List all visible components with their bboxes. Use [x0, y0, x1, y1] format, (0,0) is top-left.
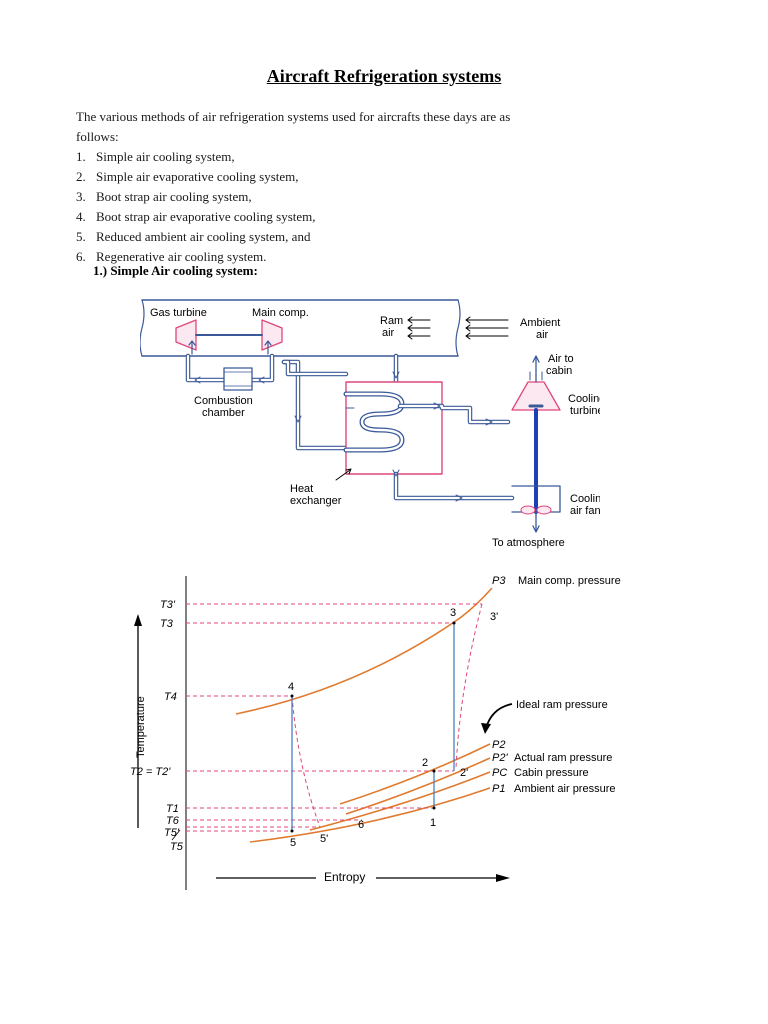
p2-symbol: P2	[492, 739, 505, 751]
p2-prime-symbol: P2'	[492, 752, 508, 764]
method-number: 4.	[76, 209, 86, 224]
method-item: 3. Boot strap air cooling system,	[76, 187, 546, 207]
method-item: 6. Regenerative air cooling system.	[76, 247, 546, 267]
p1-symbol: P1	[492, 783, 505, 795]
y-axis-label: Temperature	[135, 696, 147, 758]
method-item: 4. Boot strap air evaporative cooling sys…	[76, 207, 546, 227]
tick-t5: T5	[170, 841, 184, 853]
gas-turbine-label: Gas turbine	[150, 307, 207, 319]
intro-text: The various methods of air refrigeration…	[76, 109, 511, 144]
method-text: Simple air evaporative cooling system,	[96, 169, 299, 184]
point-3: 3	[450, 607, 456, 619]
isobar-p2-prime	[345, 757, 491, 815]
method-text: Reduced ambient air cooling system, and	[96, 229, 311, 244]
point-2: 2	[422, 757, 428, 769]
method-number: 6.	[76, 249, 86, 264]
cooling-turbine	[511, 355, 561, 411]
combustion-chamber-label-1: Combustion	[194, 395, 253, 407]
intro-block: The various methods of air refrigeration…	[76, 107, 546, 267]
air-to-cabin-label-2: cabin	[546, 365, 572, 377]
point-4: 4	[288, 681, 294, 693]
ideal-ram-annotation: Ideal ram pressure	[516, 699, 608, 711]
tick-t1: T1	[166, 803, 179, 815]
p2-prime-name: Actual ram pressure	[514, 752, 612, 764]
tick-t2: T2 = T2'	[130, 766, 171, 778]
point-2-prime: 2'	[460, 767, 468, 779]
x-axis-label: Entropy	[324, 870, 365, 884]
method-number: 3.	[76, 189, 86, 204]
simple-air-cooling-schematic: Gas turbine Main comp. Ram air Ambient a…	[140, 299, 600, 549]
t-s-diagram: Temperature Entropy T3' T3 T4 T2 = T2' T…	[130, 575, 621, 890]
cooling-turbine-label-1: Cooling	[568, 393, 600, 405]
methods-list: 1. Simple air cooling system, 2. Simple air…	[76, 147, 546, 267]
main-comp-label: Main comp.	[252, 307, 309, 319]
air-to-cabin-label-1: Air to	[548, 353, 574, 365]
engine-duct	[140, 299, 461, 357]
ambient-air-label-2: air	[536, 329, 549, 341]
method-number: 5.	[76, 229, 86, 244]
ambient-air-arrows	[465, 316, 509, 340]
section-heading: 1.) Simple Air cooling system:	[93, 263, 258, 278]
method-item: 1. Simple air cooling system,	[76, 147, 546, 167]
cooling-air-fan-label-1: Cooling	[570, 493, 600, 505]
heat-exchanger-label-2: exchanger	[290, 495, 342, 507]
tick-t3: T3	[160, 618, 174, 630]
p1-name: Ambient air pressure	[514, 783, 616, 795]
isobar-p2	[339, 743, 491, 805]
pc-symbol: PC	[492, 767, 507, 779]
method-text: Regenerative air cooling system.	[96, 249, 267, 264]
ambient-air-label-1: Ambient	[520, 317, 560, 329]
page-title: Aircraft Refrigeration systems	[266, 66, 502, 86]
combustion-chamber-label-2: chamber	[202, 407, 245, 419]
cooling-air-fan-label-2: air fan	[570, 505, 600, 517]
point-3-prime: 3'	[490, 611, 498, 623]
isobar-pc	[309, 771, 491, 831]
point-5: 5	[290, 837, 296, 849]
gas-turbine-shape	[175, 319, 197, 351]
tick-t5-prime: T5'	[164, 827, 180, 839]
method-text: Boot strap air evaporative cooling syste…	[96, 209, 316, 224]
cooling-turbine-label-2: turbine	[570, 405, 600, 417]
ram-air-label-1: Ram	[380, 315, 403, 327]
tick-t3-prime: T3'	[160, 599, 176, 611]
method-number: 2.	[76, 169, 86, 184]
point-1: 1	[430, 817, 436, 829]
point-6: 6	[358, 819, 364, 831]
dashed-temp-lines	[186, 603, 483, 832]
ram-air-arrows	[407, 316, 431, 340]
method-item: 5. Reduced ambient air cooling system, an…	[76, 227, 546, 247]
cooling-air-fan	[511, 485, 561, 533]
heat-exchanger-label-1: Heat	[290, 483, 313, 495]
ram-air-label-2: air	[382, 327, 395, 339]
method-text: Simple air cooling system,	[96, 149, 235, 164]
pc-name: Cabin pressure	[514, 767, 589, 779]
tick-t4: T4	[164, 691, 177, 703]
combustion-chamber	[185, 353, 275, 391]
isobar-p1	[249, 787, 491, 843]
point-5-prime: 5'	[320, 833, 328, 845]
method-text: Boot strap air cooling system,	[96, 189, 252, 204]
method-number: 1.	[76, 149, 86, 164]
process-lines	[291, 623, 455, 831]
p3-name: Main comp. pressure	[518, 575, 621, 587]
to-atmosphere-label: To atmosphere	[492, 537, 565, 549]
p3-symbol: P3	[492, 575, 506, 587]
method-item: 2. Simple air evaporative cooling system,	[76, 167, 546, 187]
heat-exchanger	[343, 381, 443, 475]
tick-t6: T6	[166, 815, 180, 827]
